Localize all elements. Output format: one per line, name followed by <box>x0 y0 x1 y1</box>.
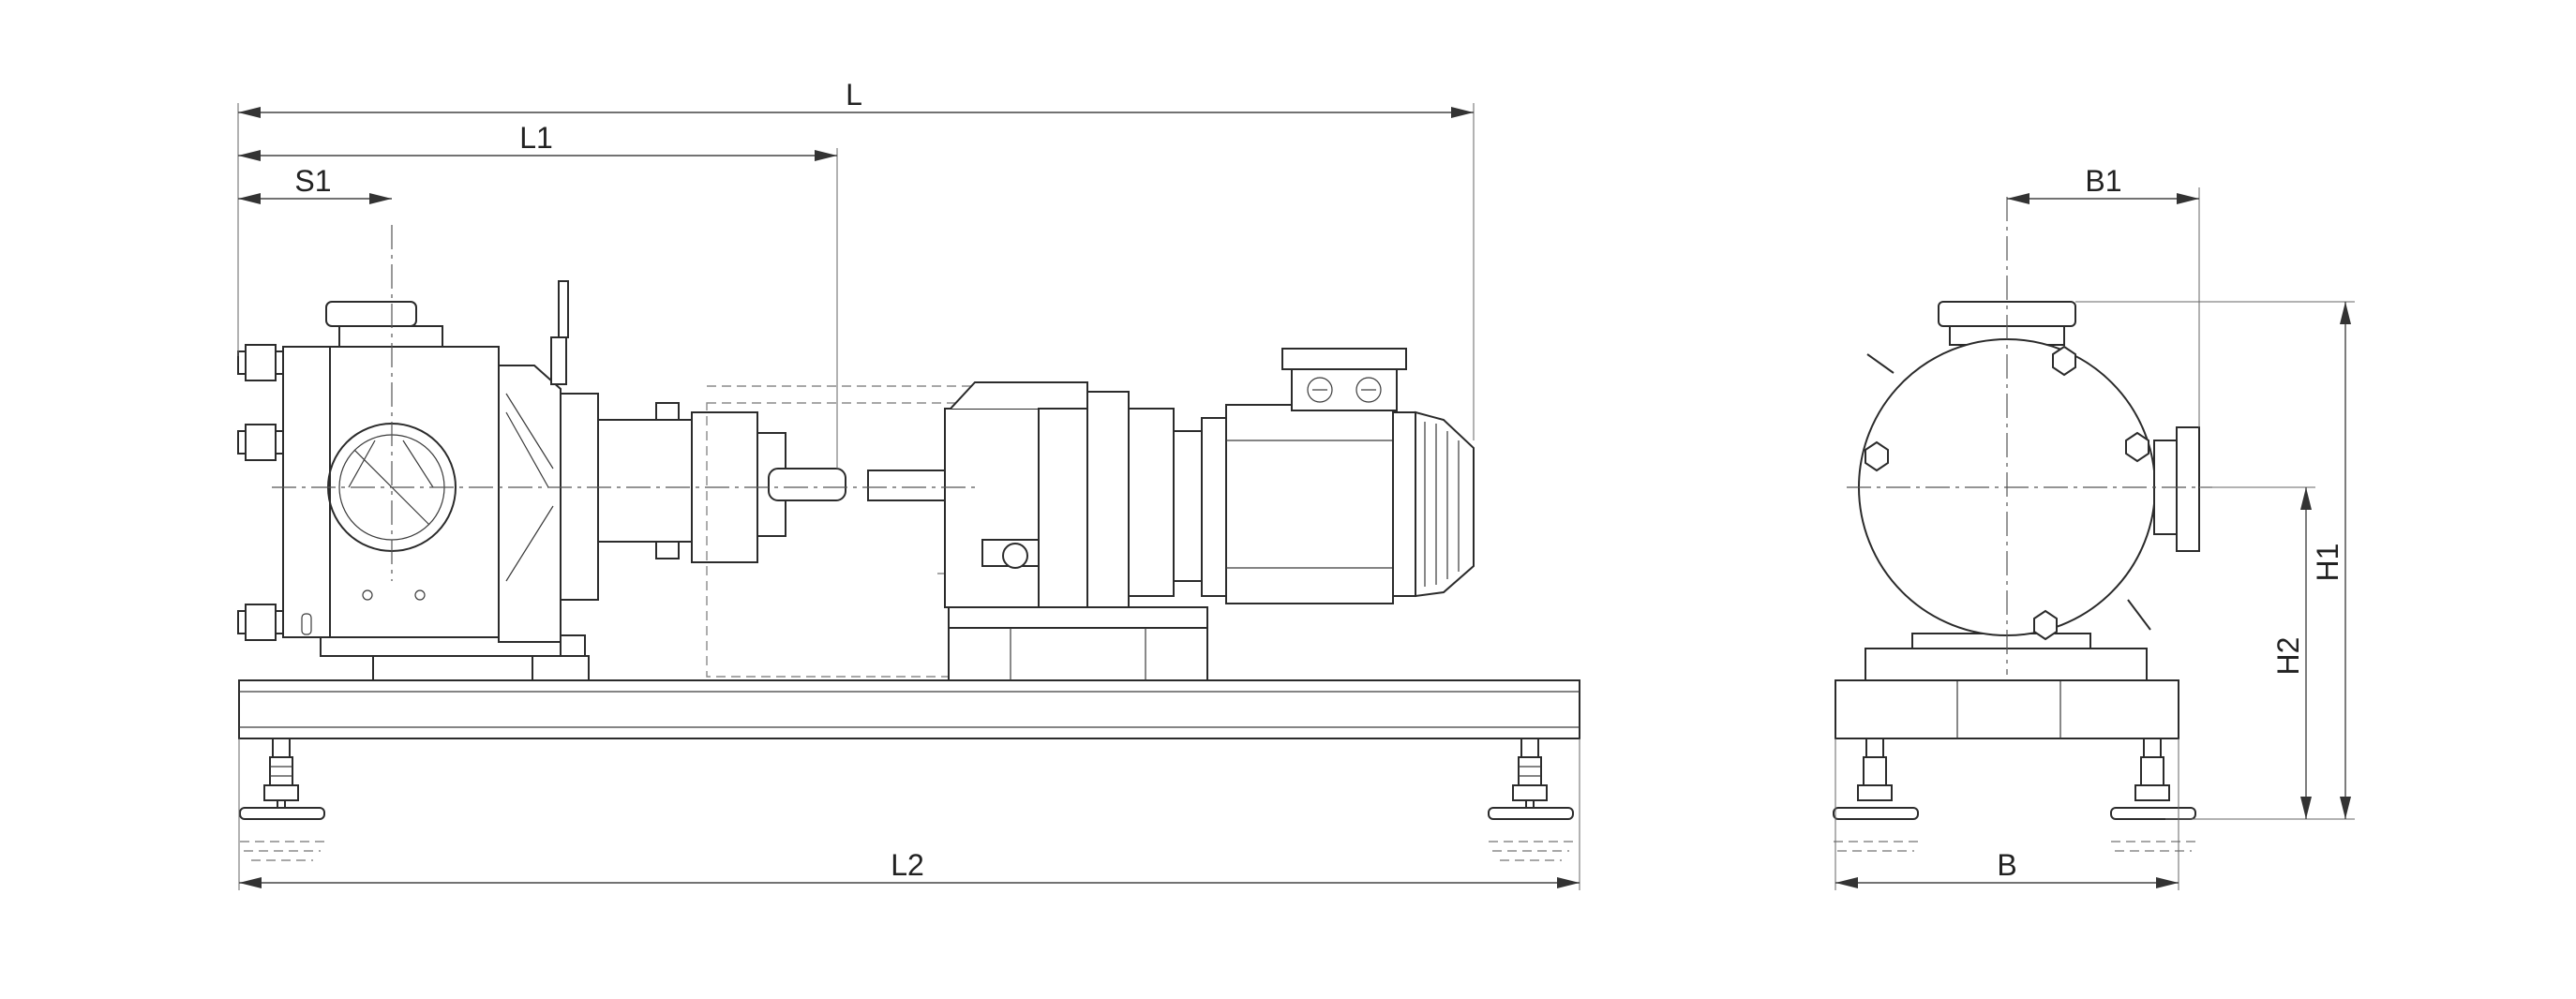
dimension-label-H2: H2 <box>2271 637 2305 676</box>
pump-casing-end <box>1858 301 2200 641</box>
end-view: B1 B H1 H2 <box>1833 164 2355 890</box>
pump-head <box>237 301 584 681</box>
intermediate-shaft <box>597 402 946 563</box>
dimension-S1: S1 <box>238 164 392 204</box>
dimension-label-S1: S1 <box>294 164 331 198</box>
dimension-label-H1: H1 <box>2311 544 2344 582</box>
leveling-foot-right <box>1488 738 1574 861</box>
dimension-L2: L2 <box>238 738 1580 890</box>
end-base-frame <box>1835 633 2179 739</box>
dimension-L: L <box>237 78 1475 440</box>
dimension-L1: L1 <box>238 121 838 469</box>
electric-motor <box>1201 348 1475 604</box>
side-view: L L1 S1 L2 <box>237 78 1580 890</box>
dimension-label-L2: L2 <box>891 848 924 882</box>
dimension-label-L: L <box>846 78 862 112</box>
bearing-bracket <box>498 280 599 681</box>
dimension-B: B <box>1835 738 2179 890</box>
base-frame <box>238 679 1580 739</box>
dimension-B1: B1 <box>2007 164 2200 427</box>
gearbox <box>944 381 1208 681</box>
dimension-H2: H2 <box>2199 486 2315 819</box>
dimension-H1: H1 <box>2075 301 2355 820</box>
end-foot-right <box>2110 738 2196 852</box>
dimension-label-B: B <box>1997 848 2016 882</box>
dimension-label-L1: L1 <box>519 121 553 155</box>
dimension-label-B1: B1 <box>2085 164 2121 198</box>
end-foot-left <box>1833 738 1919 852</box>
leveling-foot-left <box>239 738 325 861</box>
